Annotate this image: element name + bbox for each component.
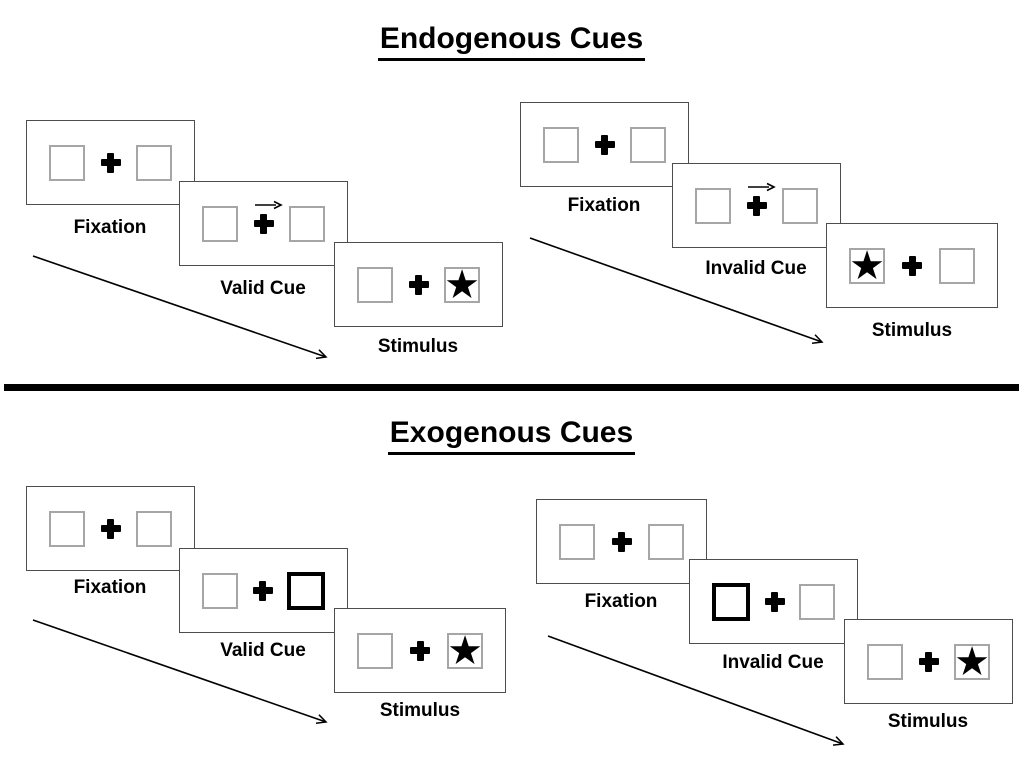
right-box [136, 510, 172, 547]
right-box-star: ★ [444, 262, 480, 307]
right-box-star: ★ [447, 628, 483, 673]
fixation-cross-icon [611, 531, 632, 552]
card-label: Invalid Cue [705, 258, 807, 279]
invalid-cue-card [689, 559, 858, 644]
section-title-text: Exogenous Cues [387, 416, 636, 455]
left-box [559, 523, 595, 560]
fixation-cross-icon [764, 591, 785, 612]
left-box-star: ★ [849, 243, 885, 288]
stimulus-card: ★ [334, 242, 503, 327]
timeline-arrow [529, 237, 824, 344]
card-label: Fixation [73, 217, 147, 238]
invalid-cue-card [672, 163, 841, 248]
left-box [695, 187, 731, 224]
right-box-cued [287, 571, 325, 610]
right-box [136, 144, 172, 181]
right-box [939, 247, 975, 284]
card-label: Valid Cue [220, 278, 306, 299]
right-arrow-icon [747, 182, 776, 191]
card-label: Fixation [73, 577, 147, 598]
fixation-cross-icon [902, 255, 922, 276]
right-arrow-icon [254, 200, 283, 209]
fixation-card [536, 499, 707, 584]
card-label: Stimulus [871, 320, 953, 341]
fixation-cross-icon [252, 580, 273, 601]
fixation-card [520, 102, 689, 187]
left-box [49, 144, 85, 181]
card-label: Stimulus [887, 711, 969, 732]
card-label: Invalid Cue [722, 652, 824, 673]
valid-cue-card [179, 181, 348, 266]
timeline-arrow [32, 619, 328, 725]
left-box [543, 126, 579, 163]
card-label: Fixation [567, 195, 641, 216]
right-box [648, 523, 684, 560]
right-box-star: ★ [954, 639, 990, 684]
fixation-card [26, 486, 195, 571]
left-box [357, 632, 393, 669]
fixation-cross-icon [100, 152, 121, 173]
left-box [202, 205, 238, 242]
left-box-cued [712, 582, 750, 621]
left-box [202, 572, 238, 609]
stimulus-card: ★ [844, 619, 1013, 704]
right-box [799, 583, 835, 620]
fixation-cross-icon [594, 134, 615, 155]
fixation-cross-icon [408, 274, 429, 295]
cued-fixation [254, 200, 283, 234]
left-box [357, 266, 393, 303]
right-box [630, 126, 666, 163]
left-box [867, 643, 903, 680]
valid-cue-card [179, 548, 348, 633]
stimulus-card: ★ [334, 608, 506, 693]
card-label: Valid Cue [220, 640, 306, 661]
fixation-cross-icon [410, 640, 430, 661]
left-box [49, 510, 85, 547]
section-title-text: Endogenous Cues [377, 22, 646, 61]
timeline-arrow [32, 255, 328, 360]
section-title-exogenous: Exogenous Cues [0, 416, 1023, 455]
right-box [782, 187, 818, 224]
fixation-card [26, 120, 195, 205]
section-divider [4, 384, 1019, 391]
section-title-endogenous: Endogenous Cues [0, 22, 1023, 61]
card-label: Stimulus [379, 700, 461, 721]
right-box [289, 205, 325, 242]
card-label: Stimulus [377, 336, 459, 357]
cued-fixation [747, 182, 776, 216]
fixation-cross-icon [918, 651, 939, 672]
stimulus-card: ★ [826, 223, 998, 308]
fixation-cross-icon [100, 518, 121, 539]
card-label: Fixation [584, 591, 658, 612]
